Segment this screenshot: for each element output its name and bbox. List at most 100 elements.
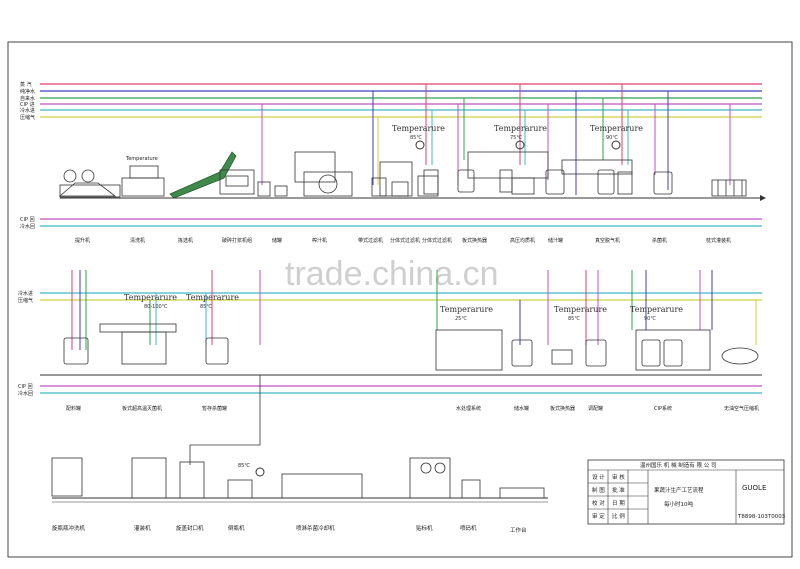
temp-label-2: Temperarure (494, 124, 547, 133)
row2-pipe-label-air: 压缩气 (18, 297, 33, 304)
capping-machine (179, 461, 205, 499)
thermometer-icon (255, 467, 265, 477)
pipe-label-steam: 蒸 汽 (20, 81, 32, 88)
row2-temp-value-5: 90℃ (644, 316, 656, 322)
row2-temp-label-5: Temperarure (630, 305, 683, 314)
temp-label-3: Temperarure (590, 124, 643, 133)
label-water-tank: 储水罐 (514, 405, 529, 412)
drawing-capacity: 每小时10吨 (664, 500, 693, 508)
crusher-machine (219, 169, 255, 195)
crusher-motor (257, 181, 271, 197)
label-roll-icon (434, 462, 446, 474)
row1-pipe-headers: 蒸 汽 纯净水 自来水 CIP 进 冷水进 压缩气 (20, 81, 762, 121)
process-frame (467, 151, 549, 179)
transfer-line (189, 375, 261, 465)
filter-unit (371, 177, 387, 197)
water-storage-tank (511, 339, 533, 367)
label-juicer: 榨汁机 (312, 237, 327, 244)
cleaning-machine (121, 177, 165, 197)
row2-temperature-markers: Temperarure 80-100℃ Temperarure 85℃ Temp… (124, 293, 683, 322)
label-concentrate: 分体式过滤机 (422, 237, 452, 244)
bottle-inverter (227, 479, 253, 499)
buffer-tank (545, 169, 565, 195)
tb-cell-draw: 制 图 (592, 486, 605, 494)
company-logo: GUOLE (742, 484, 766, 492)
row2-pipe-label-cold-in: 冷水进 (18, 290, 33, 297)
temp-label-small: Temperature (125, 156, 158, 162)
row2-pipe-headers: 冷水进 压缩气 (18, 290, 762, 304)
row2-temp-label-3: Temperarure (440, 305, 493, 314)
row2-plate-exchanger (551, 349, 573, 365)
title-block: 温州国乐 机 械 制造有 限 公 司 设 计 审 核 制 图 批 准 校 对 日… (587, 459, 786, 525)
tb-cell-design: 设 计 (592, 473, 605, 481)
worker-icon (63, 169, 77, 183)
label-sterilizer: 杀菌机 (652, 237, 667, 244)
temp-label-1: Temperarure (392, 124, 445, 133)
separator-column (423, 169, 439, 195)
deaerator-tank (597, 169, 615, 195)
pipe-label-cold-return: 冷水回 (20, 223, 35, 230)
filter-unit-2 (391, 181, 409, 197)
thermometer-icon (415, 140, 425, 150)
labeler (409, 457, 451, 499)
label-degasser: 真空脱气机 (595, 237, 620, 244)
sterile-buffer-tank (205, 337, 229, 365)
tb-cell-scale: 比 例 (612, 512, 625, 520)
pump-unit (617, 171, 633, 195)
bubble-washer (58, 182, 117, 197)
row2-temp-value-2: 85℃ (200, 304, 212, 310)
label-water-treatment: 水处理系统 (456, 405, 481, 412)
cip-tank-2 (663, 339, 683, 367)
row1-vertical-feeds (261, 84, 731, 195)
juicer-frame (294, 151, 336, 183)
degasser-frame (561, 159, 633, 175)
label-labeler: 贴标机 (416, 524, 433, 532)
label-storage: 储罐 (272, 237, 282, 244)
drawing-border (7, 41, 793, 558)
cip-system (635, 329, 711, 371)
thermometer-icon (515, 140, 525, 150)
label-capping: 旋盖封口机 (176, 524, 204, 532)
label-crusher: 破碎打浆机组 (222, 237, 252, 244)
pipe-label-air: 压缩气 (20, 114, 35, 121)
label-filler: 枕式灌装机 (706, 237, 731, 244)
tb-cell-approve: 批 准 (612, 486, 625, 494)
label-uht: 板式超高温灭菌机 (122, 405, 162, 412)
row2-equipment (63, 323, 759, 371)
label-filling: 灌装机 (134, 524, 151, 532)
juicer-press (303, 171, 353, 197)
label-inverter: 倒瓶机 (228, 524, 245, 532)
row1-equipment (58, 151, 747, 199)
row2-labels: 配料罐 板式超高温灭菌机 暂存杀菌罐 水处理系统 储水罐 板式换热器 调配罐 C… (66, 405, 759, 412)
label-spray: 喷淋杀菌冷却机 (296, 524, 335, 532)
filling-machine (711, 179, 747, 197)
tb-cell-review: 审 核 (612, 473, 625, 481)
label-cip: CIP系统 (654, 405, 672, 412)
pipe-label-cold-in: 冷水进 (20, 107, 35, 114)
homogenizer (511, 177, 535, 195)
label-elevator: 提升机 (75, 237, 90, 244)
row3-labels: 旋瓶瓶冲洗机 灌装机 旋盖封口机 倒瓶机 喷淋杀菌冷却机 贴标机 喷码机 工作台 (52, 524, 527, 534)
row2-temp-value-1: 80-100℃ (144, 304, 168, 310)
water-treatment (435, 329, 503, 371)
label-row2-exchanger: 板式换热器 (550, 405, 575, 412)
label-homogenizer: 高压均质机 (510, 237, 535, 244)
storage-tank (457, 169, 475, 193)
tb-cell-date: 日 期 (612, 500, 625, 507)
juicer-drum (318, 174, 338, 194)
label-washer: 清洗机 (130, 237, 145, 244)
row2-temp-label-4: Temperarure (554, 305, 607, 314)
uht-sterilizer (121, 331, 167, 365)
row3-equipment (51, 457, 545, 499)
small-tank (274, 185, 288, 197)
row2-temp-label-1: Temperarure (124, 293, 177, 302)
watermark-text: trade.china.cn (285, 255, 499, 293)
row2-vertical-feeds (71, 270, 757, 350)
pipe-label-tap-water: 自来水 (20, 95, 35, 102)
bottle-rinser (51, 457, 83, 497)
row2-pipe-label-cip-return: CIP 回 (18, 384, 33, 390)
label-sorter: 拣选机 (178, 237, 193, 244)
flow-arrow-icon (760, 195, 766, 201)
